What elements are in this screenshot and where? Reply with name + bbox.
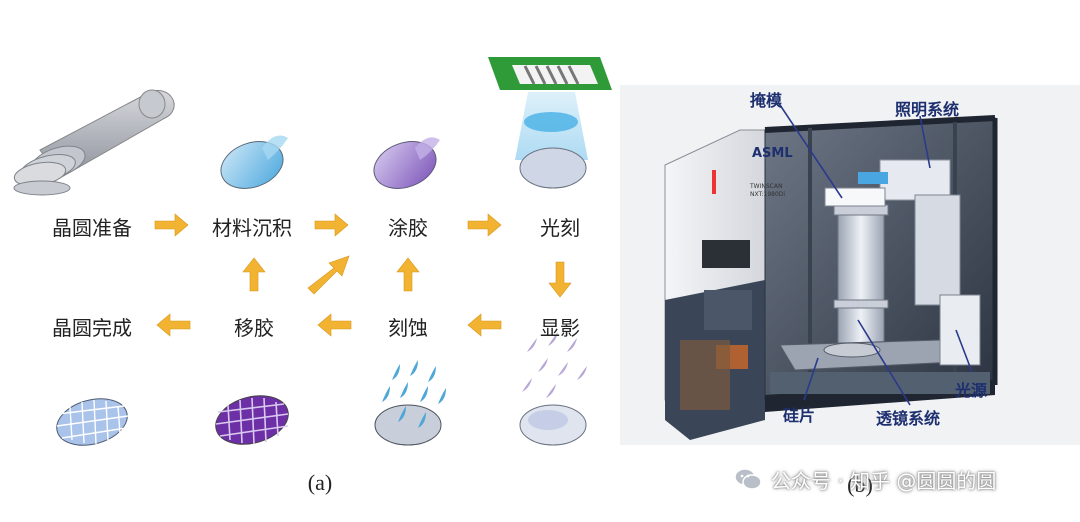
wafer-stage-icon (779, 339, 956, 371)
patterned-resist-wafer-icon (215, 395, 289, 445)
arrow-left-icon (156, 313, 191, 337)
label-illumination: 照明系统 (895, 100, 960, 119)
step-developing: 显影 (540, 316, 580, 340)
coated-wafer-icon (373, 137, 440, 189)
light-source-icon (939, 294, 981, 366)
step-coating: 涂胶 (388, 216, 428, 240)
machine-model-text-1: TWINSCAN (750, 183, 783, 190)
label-lens: 透镜系统 (876, 409, 941, 428)
step-stripping: 移胶 (234, 316, 274, 340)
finished-wafer-icon (56, 398, 129, 446)
process-illustrations (13, 57, 612, 446)
step-deposition: 材料沉积 (212, 216, 292, 240)
lithography-machine-figure: 掩模 照明系统 硅片 透镜系统 光源 ASML TWINSCAN NXT:198… (620, 0, 1080, 522)
label-light-source: 光源 (955, 381, 988, 400)
flow-arrows (154, 213, 572, 337)
silicon-ingot-icon (13, 89, 175, 196)
arrow-down-icon (548, 261, 572, 298)
callout-lines (777, 101, 973, 406)
etching-wafer-icon (374, 360, 446, 446)
illumination-system-icon (858, 159, 961, 306)
step-wafer-prep: 晶圆准备 (52, 216, 132, 240)
arrow-up-icon (396, 257, 420, 292)
arrow-left-icon (467, 313, 502, 337)
label-wafer: 硅片 (783, 406, 816, 425)
arrow-right-icon (154, 213, 189, 237)
lithography-exposure-icon (488, 57, 612, 189)
wechat-icon (734, 468, 762, 490)
label-mask: 掩模 (750, 91, 783, 110)
lithography-process-flow: 晶圆准备 材料沉积 涂胶 光刻 显影 刻蚀 移胶 晶圆完成 (a) (13, 57, 612, 495)
deposition-wafer-icon (220, 135, 288, 189)
arrow-up-icon (242, 257, 266, 292)
watermark: 公众号 · 知乎 @圆圆的圆 (733, 462, 996, 496)
watermark-text: 公众号 · 知乎 @圆圆的圆 (771, 468, 997, 493)
machine-model-text-2: NXT:1980Di (750, 191, 786, 198)
arrow-diagonal-icon (307, 255, 350, 295)
caption-a: (a) (307, 470, 333, 495)
step-etching: 刻蚀 (388, 316, 428, 340)
machine-brand-text: ASML (752, 146, 793, 161)
developing-wafer-icon (519, 332, 587, 446)
projection-lens-icon (824, 187, 889, 356)
caption-b: (b) (847, 472, 873, 497)
arrow-left-icon (317, 313, 352, 337)
step-wafer-done: 晶圆完成 (52, 316, 132, 340)
step-lithography: 光刻 (540, 216, 580, 240)
arrow-right-icon (467, 213, 502, 237)
arrow-right-icon (314, 213, 349, 237)
machine-illustration (620, 85, 1080, 445)
